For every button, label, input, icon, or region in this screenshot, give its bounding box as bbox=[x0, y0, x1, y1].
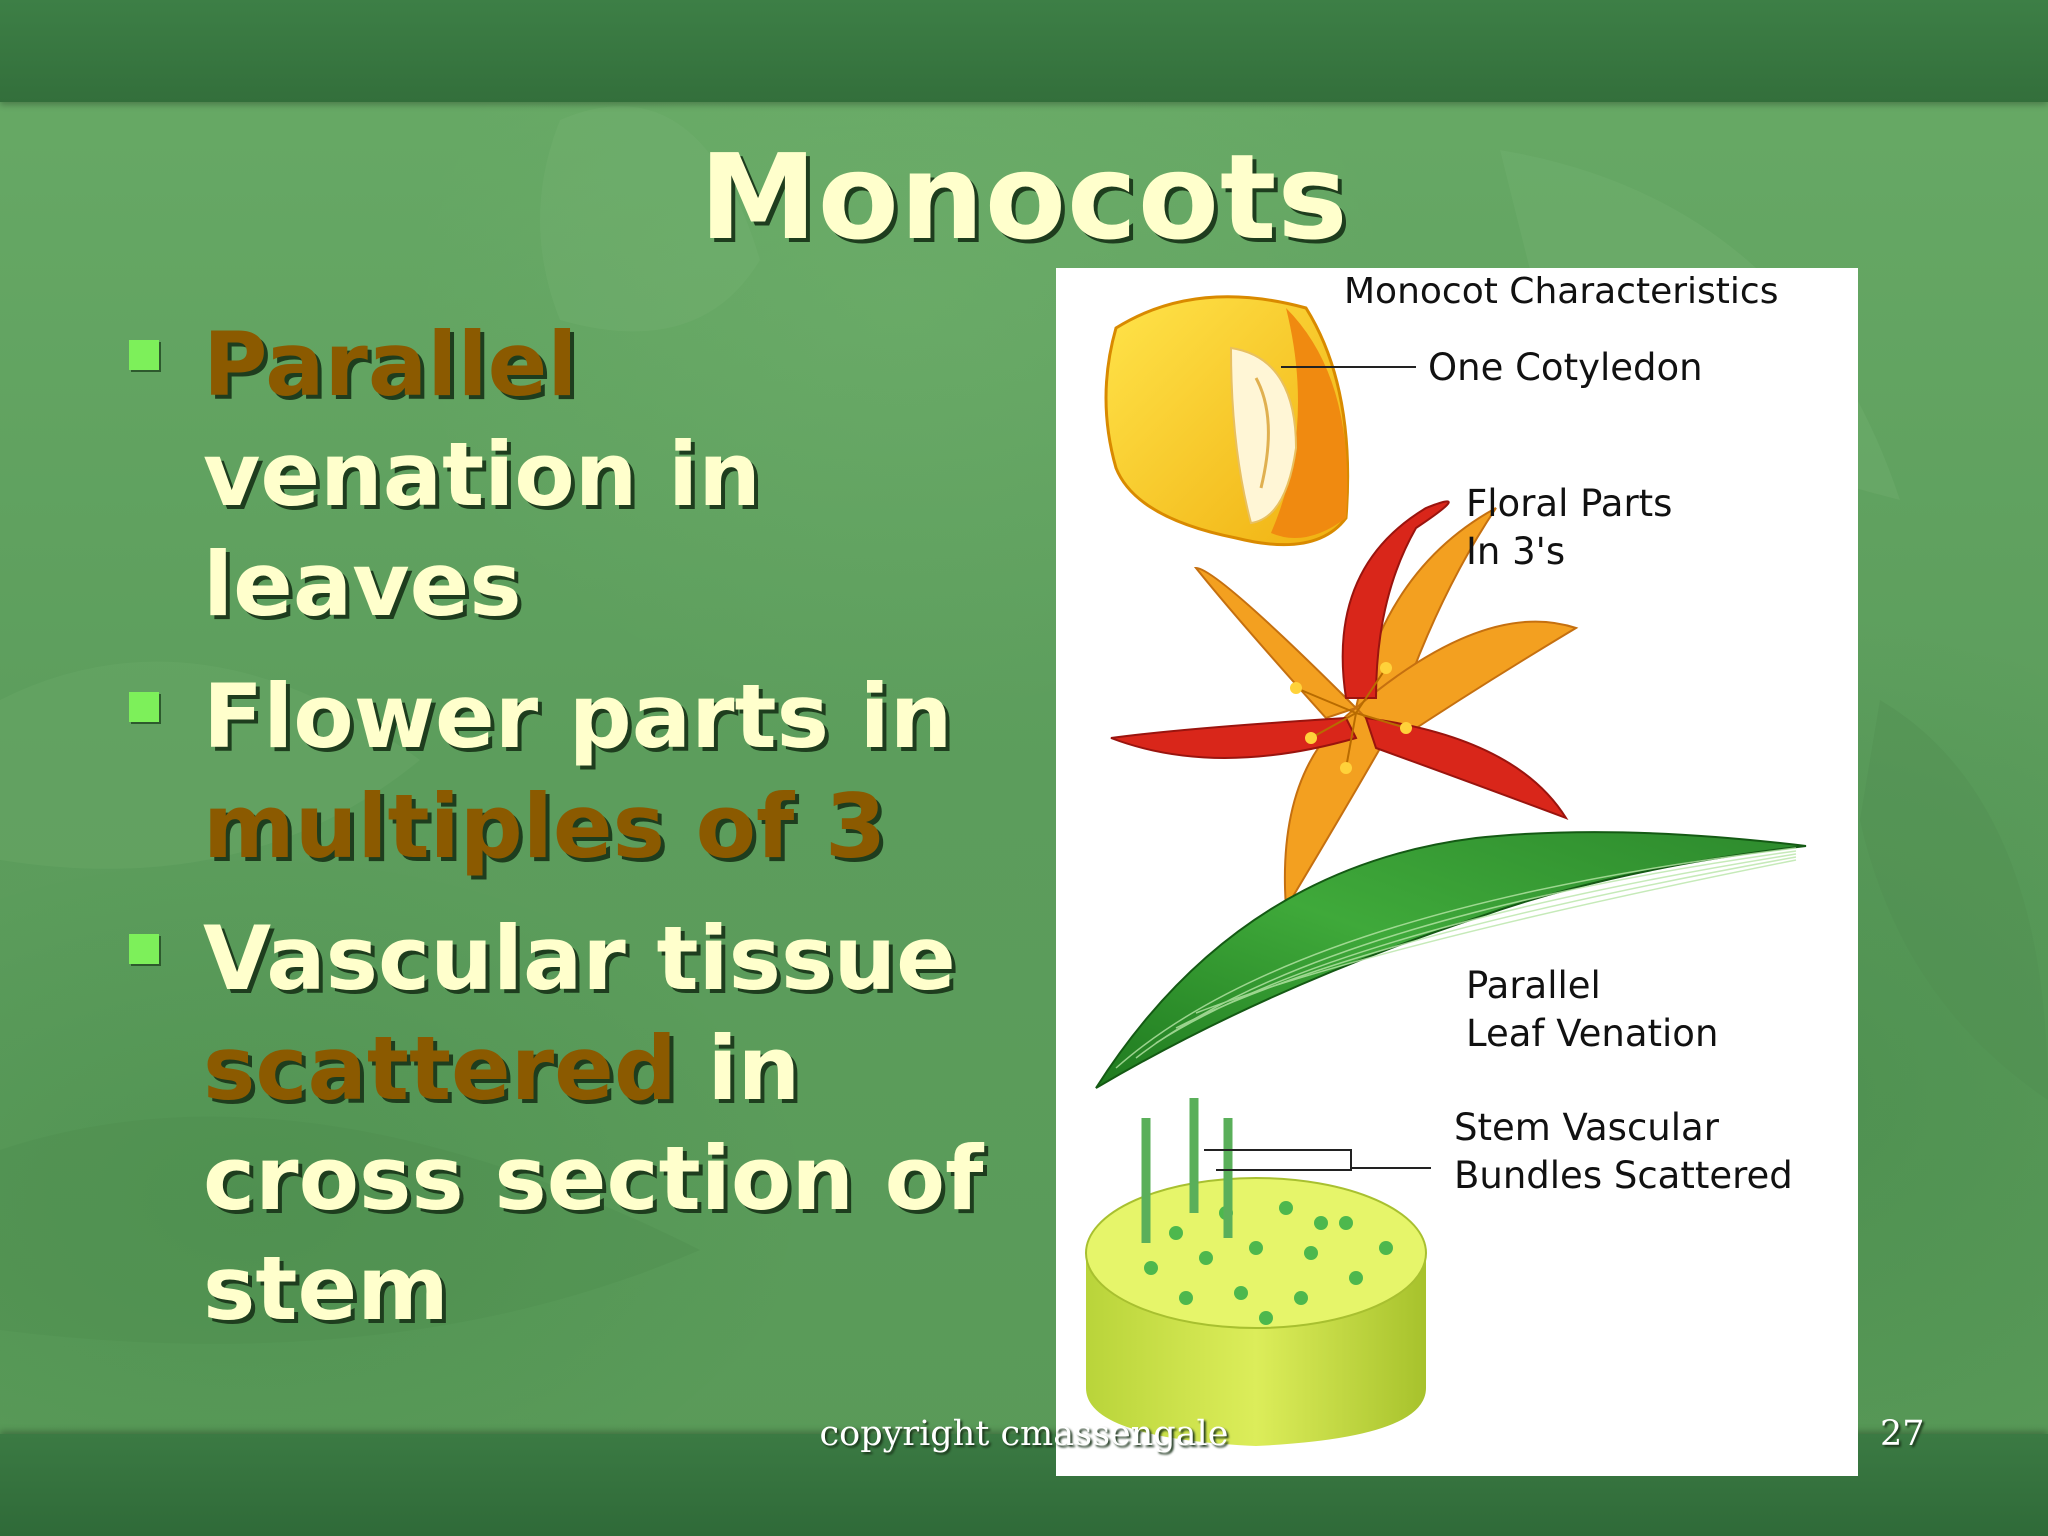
label-one-cotyledon: One Cotyledon bbox=[1428, 346, 1703, 389]
bullet-list: Parallel venation in leaves Flower parts… bbox=[125, 310, 985, 1366]
slide-title: Monocots bbox=[699, 128, 1349, 266]
bullet-marker-icon bbox=[129, 340, 159, 370]
bullet-text: venation in leaves bbox=[203, 423, 761, 636]
label-parallel: Parallel bbox=[1466, 964, 1601, 1007]
bullet-highlight: Parallel bbox=[203, 313, 578, 416]
label-floral-parts: Floral Parts bbox=[1466, 482, 1673, 525]
label-in-threes: In 3's bbox=[1466, 530, 1566, 573]
bullet-item-flower-parts: Flower parts in multiples of 3 bbox=[125, 662, 985, 882]
bullet-text: in cross section of stem bbox=[203, 1017, 984, 1340]
leaf-icon bbox=[1095, 831, 1807, 1089]
lily-flower-icon bbox=[1110, 500, 1579, 912]
monocot-illustration bbox=[1085, 295, 1807, 1446]
footer-copyright: copyright cmassengale bbox=[819, 1414, 1229, 1454]
figure-heading: Monocot Characteristics bbox=[1344, 271, 1779, 312]
bullet-text: Flower parts in bbox=[203, 665, 953, 768]
label-bundles-scattered: Bundles Scattered bbox=[1454, 1154, 1793, 1197]
bullet-highlight: scattered bbox=[203, 1017, 677, 1120]
bullet-item-vascular-tissue: Vascular tissue scattered in cross secti… bbox=[125, 904, 985, 1344]
bullet-highlight: multiples of 3 bbox=[203, 775, 887, 878]
bullet-marker-icon bbox=[129, 692, 159, 722]
bullet-text: Vascular tissue bbox=[203, 907, 956, 1010]
top-band bbox=[0, 0, 2048, 102]
bullet-marker-icon bbox=[129, 934, 159, 964]
stem-cross-section-icon bbox=[1085, 1098, 1431, 1446]
label-stem-vascular: Stem Vascular bbox=[1454, 1106, 1719, 1149]
seed-icon bbox=[1104, 295, 1416, 547]
page-number: 27 bbox=[1880, 1414, 1925, 1454]
bullet-item-parallel-venation: Parallel venation in leaves bbox=[125, 310, 985, 640]
monocot-figure: Monocot Characteristics One Cotyledon Fl… bbox=[1056, 268, 1858, 1476]
label-leaf-venation: Leaf Venation bbox=[1466, 1012, 1719, 1055]
